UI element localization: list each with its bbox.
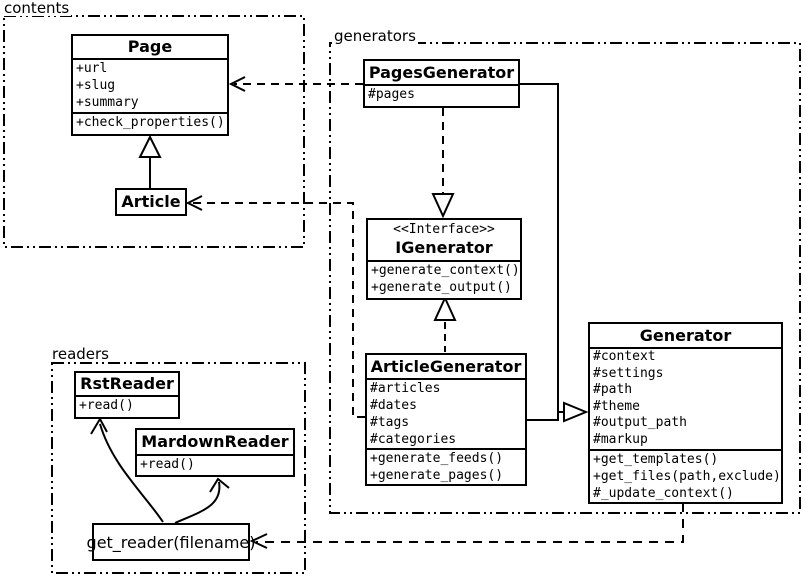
method: +generate_feeds() xyxy=(370,451,504,466)
attribute: #output_path xyxy=(593,415,687,430)
attribute: #path xyxy=(593,382,633,397)
class-igenerator: <<Interface>> IGenerator +generate_conte… xyxy=(366,218,522,300)
class-igenerator-name: IGenerator xyxy=(395,238,493,257)
inheritance-generators-to-generator xyxy=(520,83,589,423)
attribute: +summary xyxy=(76,95,139,110)
realization-pagesgenerator-to-igenerator xyxy=(431,108,455,219)
class-page-name: Page xyxy=(127,37,173,56)
method: +generate_context() xyxy=(371,263,520,278)
class-mardownreader-name: MardownReader xyxy=(141,432,289,451)
class-generator-methods: +get_templates() +get_files(path,exclude… xyxy=(590,449,781,502)
dependency-pagesgenerator-to-page xyxy=(228,76,363,92)
class-igenerator-methods: +generate_context() +generate_output() xyxy=(368,260,520,298)
class-igenerator-stereotype: <<Interface>> xyxy=(393,222,495,237)
class-rstreader: RstReader +read() xyxy=(74,371,180,419)
method: +generate_output() xyxy=(371,280,512,295)
attribute: #dates xyxy=(370,398,417,413)
class-page: Page +url +slug +summary +check_properti… xyxy=(71,34,229,136)
class-article-name: Article xyxy=(121,192,181,211)
class-articlegenerator-attributes: #articles #dates #tags #categories xyxy=(367,378,525,448)
method: +check_properties() xyxy=(76,115,225,130)
method: #_update_context() xyxy=(593,486,734,501)
package-readers-label: readers xyxy=(50,345,111,363)
arrow-getreader-to-rstreader xyxy=(90,416,164,523)
attribute: #articles xyxy=(370,381,441,396)
class-generator: Generator #context #settings #path #them… xyxy=(588,322,783,504)
method: +read() xyxy=(140,457,195,472)
class-rstreader-methods: +read() xyxy=(76,395,178,417)
function-get-reader: get_reader(filename) xyxy=(87,523,255,561)
class-generator-name: Generator xyxy=(639,326,732,345)
package-contents-label: contents xyxy=(2,0,72,17)
package-readers-border xyxy=(51,362,306,574)
class-pagesgenerator-name: PagesGenerator xyxy=(368,63,515,82)
attribute: #pages xyxy=(368,87,415,102)
class-page-attributes: +url +slug +summary xyxy=(73,58,227,112)
class-pagesgenerator: PagesGenerator #pages xyxy=(363,59,520,108)
attribute: #context xyxy=(593,349,656,364)
class-articlegenerator-methods: +generate_feeds() +generate_pages() xyxy=(367,448,525,484)
dependency-articlegenerator-to-article xyxy=(185,195,365,418)
attribute: #tags xyxy=(370,415,410,430)
method: +get_templates() xyxy=(593,452,719,467)
attribute: +url xyxy=(76,61,108,76)
dependency-generator-to-getreader xyxy=(249,503,684,549)
method: +read() xyxy=(79,398,134,413)
class-rstreader-name: RstReader xyxy=(80,374,174,393)
attribute: #categories xyxy=(370,432,457,447)
class-articlegenerator-name: ArticleGenerator xyxy=(370,357,522,376)
package-generators-border xyxy=(329,42,801,514)
package-generators-label: generators xyxy=(332,27,418,45)
class-mardownreader: MardownReader +read() xyxy=(135,428,295,477)
inheritance-article-to-page xyxy=(138,134,162,188)
class-generator-attributes: #context #settings #path #theme #output_… xyxy=(590,347,781,449)
attribute: +slug xyxy=(76,78,116,93)
attribute: #theme xyxy=(593,398,640,414)
method: +get_files(path,exclude) xyxy=(593,469,781,484)
class-page-methods: +check_properties() xyxy=(73,112,227,134)
method: +generate_pages() xyxy=(370,468,504,483)
class-article: Article xyxy=(115,188,187,216)
realization-articlegenerator-to-igenerator xyxy=(433,295,457,352)
arrow-getreader-to-mardownreader xyxy=(174,477,230,524)
package-contents-border xyxy=(3,15,305,248)
class-pagesgenerator-attributes: #pages xyxy=(365,84,518,106)
class-mardownreader-methods: +read() xyxy=(137,454,293,475)
attribute: #markup xyxy=(593,431,648,447)
attribute: #settings xyxy=(593,365,664,381)
class-articlegenerator: ArticleGenerator #articles #dates #tags … xyxy=(365,353,527,486)
